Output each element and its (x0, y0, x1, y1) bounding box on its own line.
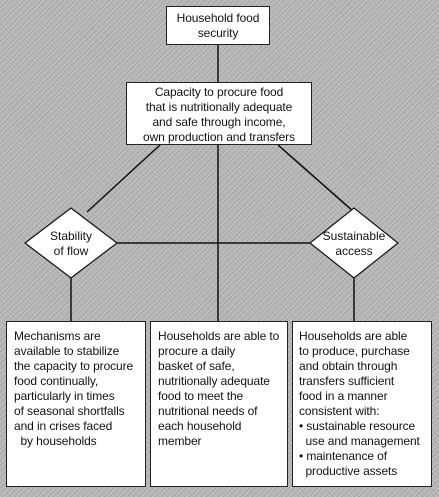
access-desc-line-4: transfers sufficient (299, 374, 395, 388)
stability-desc-line-3: the capacity to procure (14, 359, 134, 373)
basket-desc-line-6: nutritional needs of (158, 404, 258, 418)
stability-line-1: Stability (49, 229, 93, 243)
capacity-line-1: Capacity to procure food (154, 85, 284, 99)
stability-desc-line-6: of seasonal shortfalls (14, 404, 125, 418)
basket-desc-line-3: basket of safe, (158, 359, 235, 373)
stability-description-box: Mechanisms are available to stabilize th… (6, 321, 146, 487)
capacity-line-3: and safe through income, (152, 115, 286, 129)
stability-desc-line-1: Mechanisms are (14, 329, 101, 343)
connector-capacity-to-left-diamond (86, 144, 161, 213)
stability-of-flow-diamond (24, 207, 118, 279)
sustainable-access-diamond (309, 207, 399, 279)
capacity-line-4: own production and transfers (143, 130, 295, 144)
basket-desc-line-8: member (158, 434, 202, 448)
sustainable-line-1: Sustainable (322, 229, 386, 243)
daily-basket-description-box: Households are able to procure a daily b… (150, 321, 288, 487)
basket-desc-line-7: each household (158, 419, 242, 433)
stability-desc-line-2: available to stabilize (14, 344, 120, 358)
household-food-security-box: Household food security (166, 6, 270, 45)
capacity-line-2: that is nutritionally adequate (145, 100, 293, 114)
connector-capacity-to-right-diamond (277, 144, 355, 213)
stability-of-flow-label: Stability of flow (31, 229, 111, 259)
access-desc-line-10: productive assets (299, 464, 398, 478)
sustainable-line-2: access (335, 244, 373, 258)
access-desc-line-2: to produce, purchase (299, 344, 410, 358)
access-desc-line-3: and obtain through (299, 359, 398, 373)
access-desc-line-7: • sustainable resource (299, 419, 416, 433)
stability-desc-line-8: by households (14, 434, 97, 448)
top-box-line-2: security (197, 26, 239, 40)
capacity-box: Capacity to procure food that is nutriti… (126, 82, 312, 145)
sustainable-access-description-box: Households are able to produce, purchase… (292, 321, 432, 487)
basket-desc-line-4: nutritionally adequate (158, 374, 270, 388)
stability-desc-line-7: and in crises faced (14, 419, 113, 433)
access-desc-line-5: food in a manner (299, 389, 388, 403)
access-desc-line-9: • maintenance of (299, 449, 387, 463)
stability-desc-line-4: food continually, (14, 374, 99, 388)
basket-desc-line-5: food to meet the (158, 389, 244, 403)
stability-desc-line-5: particularly in times (14, 389, 115, 403)
top-box-line-1: Household food (176, 11, 260, 25)
access-desc-line-1: Households are able (299, 329, 408, 343)
stability-line-2: of flow (53, 244, 89, 258)
access-desc-line-6: consistent with: (299, 404, 380, 418)
basket-desc-line-2: procure a daily (158, 344, 236, 358)
sustainable-access-label: Sustainable access (310, 229, 398, 259)
access-desc-line-8: use and management (299, 434, 420, 448)
basket-desc-line-1: Households are able to (158, 329, 280, 343)
